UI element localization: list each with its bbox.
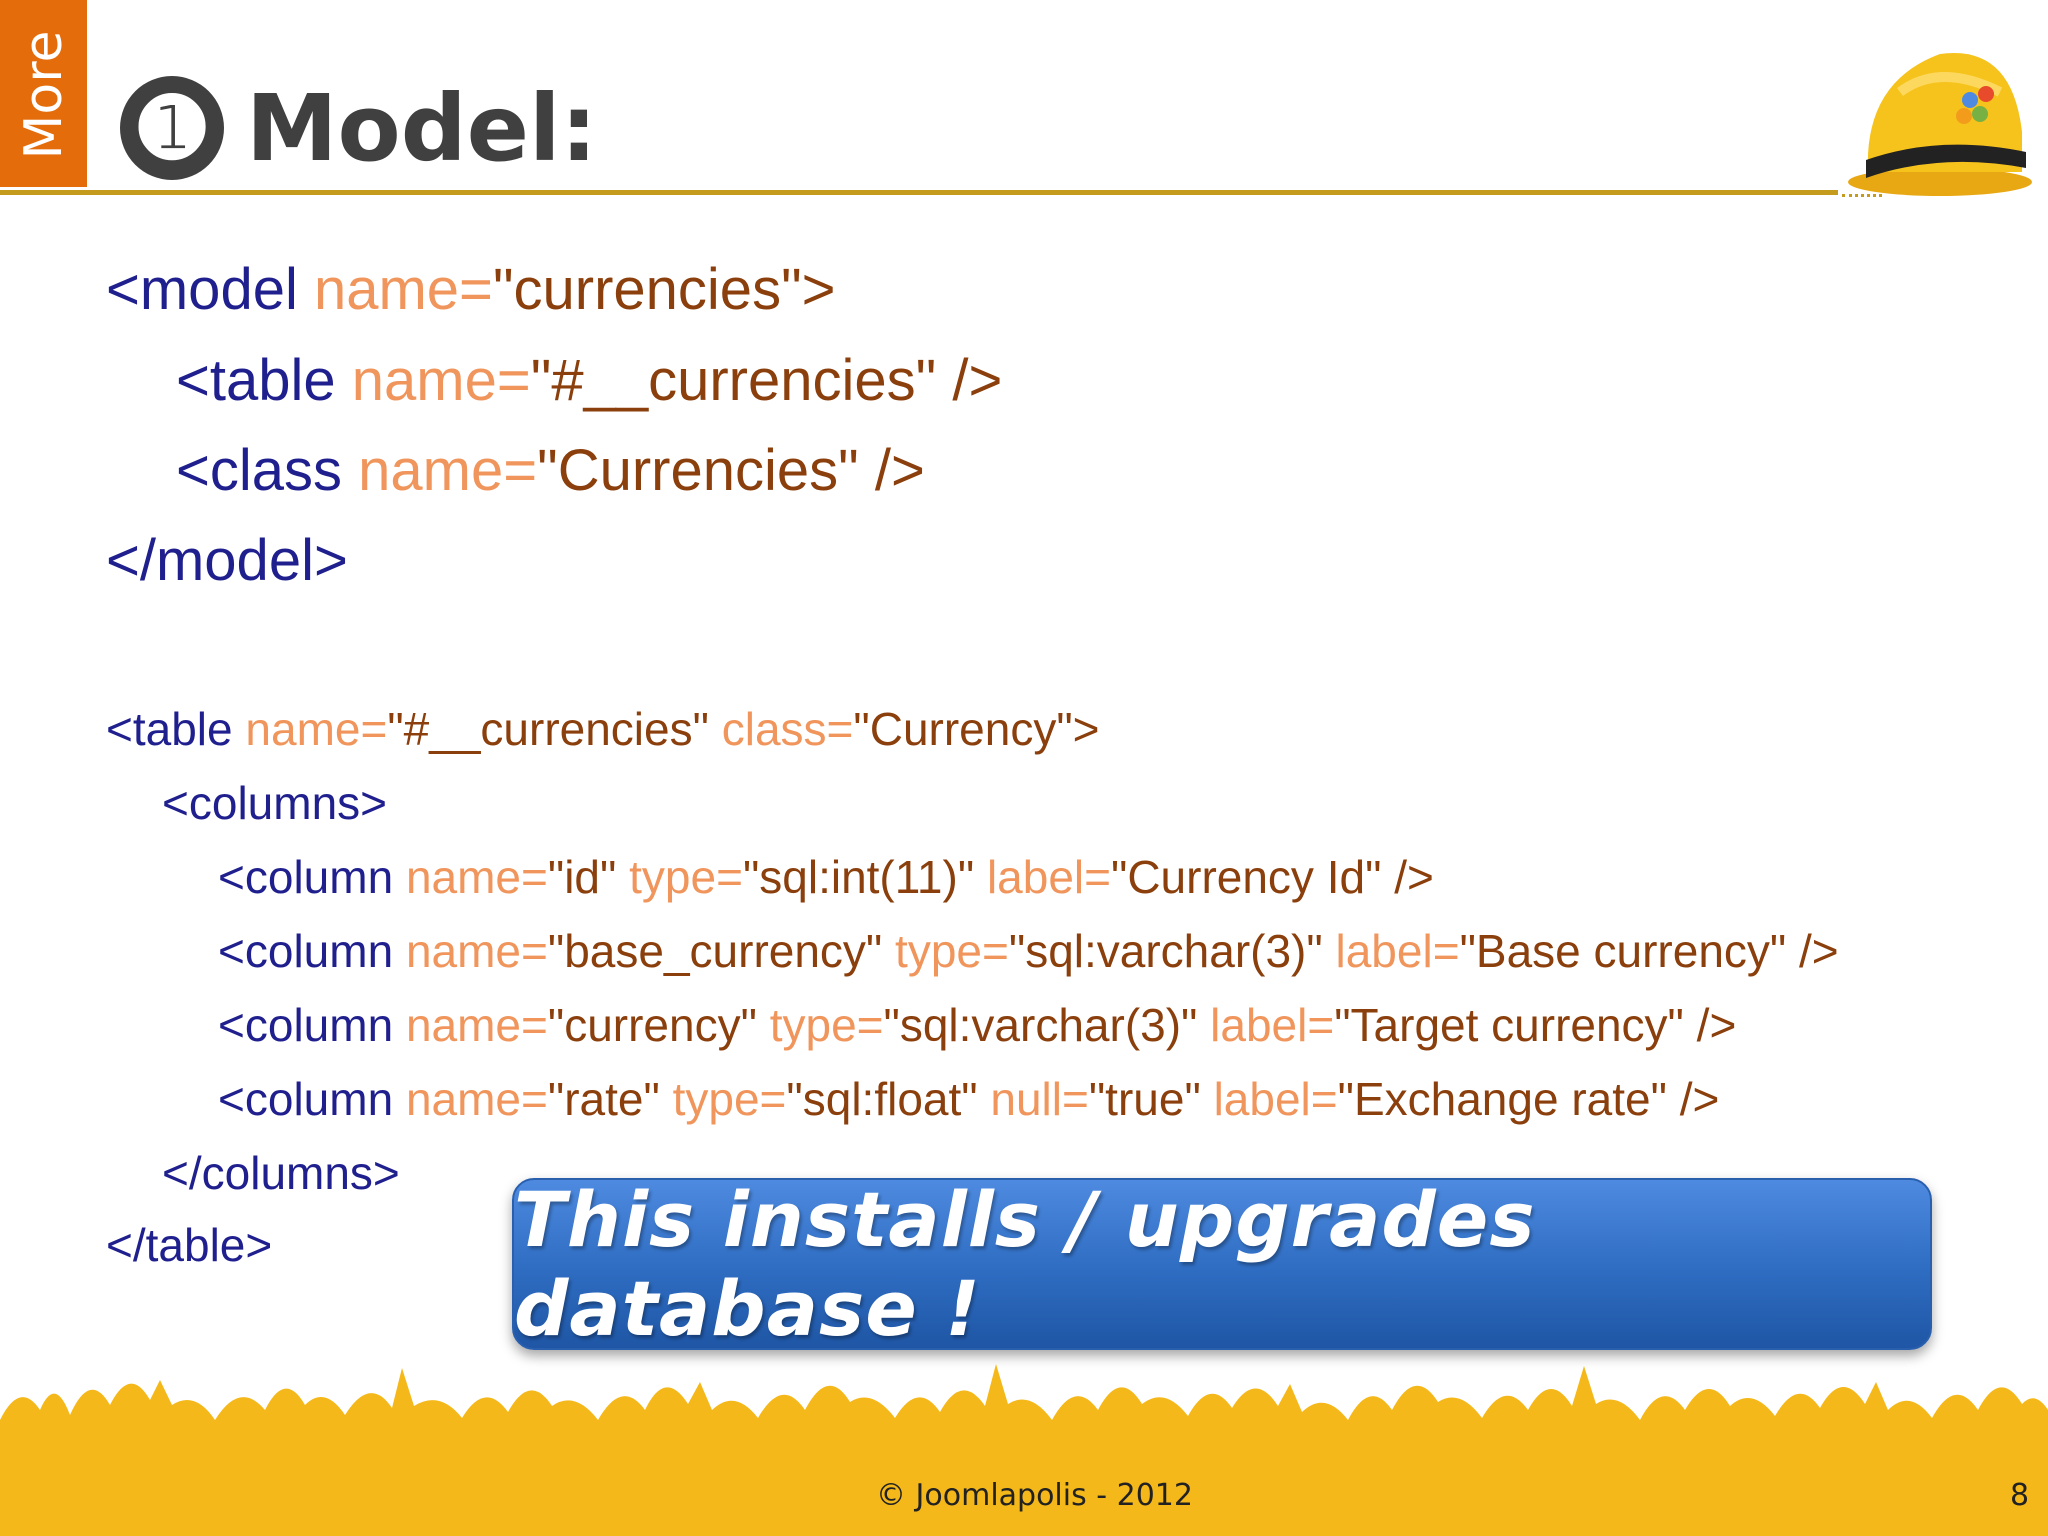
code-line-model-table: <table name="#__currencies" /> bbox=[176, 348, 1003, 413]
footer-page-number: 8 bbox=[2010, 1478, 2030, 1513]
footer-copyright: © Joomlapolis - 2012 bbox=[876, 1478, 1193, 1513]
title-text: Model: bbox=[246, 74, 598, 182]
code-line-table-open: <table name="#__currencies" class="Curre… bbox=[106, 703, 1100, 755]
title-underline-dots bbox=[1842, 194, 1882, 197]
code-line-column-id: <column name="id" type="sql:int(11)" lab… bbox=[218, 851, 1434, 903]
hard-hat-logo-icon bbox=[1848, 52, 2032, 196]
number-one-icon: ➊ bbox=[120, 76, 224, 180]
more-tab[interactable]: More bbox=[0, 0, 87, 187]
code-line-model-close: </model> bbox=[106, 528, 348, 593]
code-line-model-open: <model name="currencies"> bbox=[106, 257, 836, 322]
callout-banner: This installs / upgrades database ! bbox=[512, 1175, 1932, 1353]
callout-text: This installs / upgrades database ! bbox=[514, 1175, 1536, 1353]
code-line-model-class: <class name="Currencies" /> bbox=[176, 438, 925, 503]
code-line-columns-close: </columns> bbox=[162, 1147, 400, 1199]
code-line-column-base-currency: <column name="base_currency" type="sql:v… bbox=[218, 925, 1839, 977]
more-tab-label: More bbox=[14, 30, 74, 160]
code-line-table-close: </table> bbox=[106, 1219, 273, 1271]
code-line-column-rate: <column name="rate" type="sql:float" nul… bbox=[218, 1073, 1720, 1125]
page-title: ➊ Model: bbox=[120, 68, 597, 188]
code-line-column-currency: <column name="currency" type="sql:varcha… bbox=[218, 999, 1737, 1051]
crowd-silhouette-decoration bbox=[0, 1364, 2048, 1536]
title-underline bbox=[0, 190, 1838, 195]
code-line-columns-open: <columns> bbox=[162, 777, 388, 829]
